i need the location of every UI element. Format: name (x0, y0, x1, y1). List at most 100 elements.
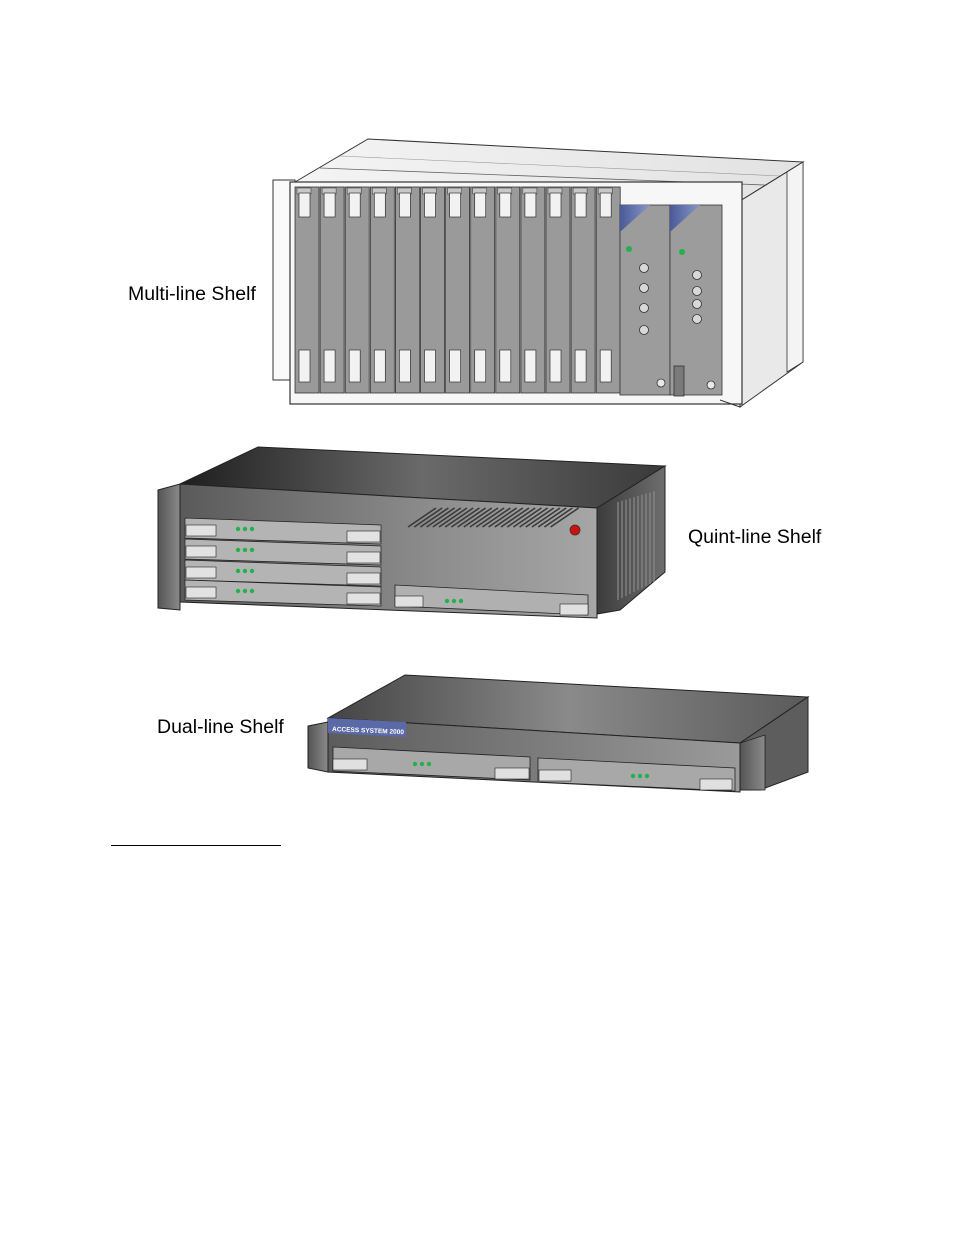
quint-line-card-5[interactable] (394, 584, 589, 616)
vent-slot (438, 507, 468, 528)
vent-slot (512, 507, 542, 528)
front-vent-grille (407, 507, 580, 528)
card-latch-top (449, 192, 461, 218)
footnote-rule (111, 845, 281, 846)
dual-line-card-2[interactable] (537, 757, 736, 792)
quint-line-cards (184, 517, 382, 607)
card-latch-top (348, 192, 361, 218)
card-latch-top (399, 192, 411, 218)
quint-line-shelf-label: Quint-line Shelf (688, 526, 822, 548)
led-green (412, 761, 418, 767)
screw-icon (706, 380, 716, 390)
multi-line-control-card-1[interactable] (619, 204, 671, 396)
vent-slot (506, 507, 536, 528)
card-latch-right (494, 767, 530, 780)
card-latch-right (699, 778, 733, 791)
vent-slot (494, 507, 524, 528)
vent-slot (500, 507, 530, 528)
card-latch-left (394, 595, 424, 608)
card-latch-bottom (424, 349, 436, 383)
card-latch-bottom (574, 349, 587, 383)
dual-line-shelf-label: Dual-line Shelf (157, 716, 284, 738)
led-green (242, 526, 248, 532)
card-latch-top (524, 192, 537, 218)
led-green (249, 526, 255, 532)
multi-line-shelf-label: Multi-line Shelf (128, 283, 256, 305)
brand-plate: ACCESS SYSTEM 2000 (328, 718, 406, 737)
vent-slot (537, 507, 567, 528)
card-latch-bottom (323, 349, 336, 383)
multi-line-card-slot[interactable] (369, 186, 395, 394)
multi-line-card-slot[interactable] (470, 186, 496, 394)
card-latch-left (538, 769, 572, 782)
card-latch-bottom (449, 349, 461, 383)
led-green (249, 588, 255, 594)
vent-slot (407, 507, 437, 528)
led-green (235, 588, 241, 594)
card-latch-top (474, 192, 487, 218)
card-latch-top (373, 192, 386, 218)
multi-line-card-slots (294, 186, 621, 394)
connector-icon (692, 314, 702, 324)
multi-line-card-slot[interactable] (319, 186, 345, 394)
vent-slot (463, 507, 493, 528)
multi-line-card-slot[interactable] (445, 186, 471, 394)
multi-line-card-slot[interactable] (294, 186, 320, 394)
vent-slot (481, 507, 511, 528)
led-green (242, 547, 248, 553)
connector-icon (639, 303, 649, 313)
quint-line-shelf (157, 446, 667, 619)
connector-icon (639, 325, 649, 335)
card-latch-bottom (348, 349, 361, 383)
card-latch-bottom (499, 349, 512, 383)
card-latch-bottom (399, 349, 411, 383)
multi-line-control-card-2[interactable] (669, 204, 723, 397)
multi-line-card-slot[interactable] (394, 186, 420, 394)
card-latch-left (332, 758, 368, 771)
led-green (249, 547, 255, 553)
card-latch-left (185, 586, 217, 599)
quint-line-card-2[interactable] (184, 538, 382, 566)
quint-line-card-4[interactable] (184, 579, 382, 607)
multi-line-card-slot[interactable] (520, 186, 546, 394)
card-latch-left (185, 524, 217, 537)
multi-line-shelf (272, 138, 805, 408)
connector-icon (639, 263, 649, 273)
quint-line-card-3[interactable] (184, 559, 382, 587)
vent-slot (419, 507, 449, 528)
led-green (444, 598, 450, 604)
multi-line-card-slot[interactable] (344, 186, 370, 394)
card-latch-right (346, 530, 381, 543)
multi-line-card-slot[interactable] (495, 186, 521, 394)
multi-line-card-slot[interactable] (595, 186, 621, 394)
led-green (242, 568, 248, 574)
multi-line-card-slot[interactable] (420, 186, 445, 394)
card-latch-right (346, 592, 381, 605)
multi-line-card-slot[interactable] (570, 186, 596, 394)
screw-icon (656, 378, 666, 388)
led-green (235, 547, 241, 553)
vent-slot (444, 507, 474, 528)
card-latch-bottom (599, 349, 612, 383)
card-latch-bottom (373, 349, 386, 383)
card-latch-top (549, 192, 562, 218)
led-green (630, 773, 636, 779)
card-latch-top (323, 192, 336, 218)
led-green (242, 588, 248, 594)
card-latch-right (346, 551, 381, 564)
led-green (426, 761, 432, 767)
dual-line-card-1[interactable] (332, 746, 531, 781)
led-green (419, 761, 425, 767)
dual-line-shelf: ACCESS SYSTEM 2000 (307, 674, 810, 793)
vent-slot (413, 507, 443, 528)
brand-text: ACCESS SYSTEM 2000 (332, 726, 405, 736)
vent-slot (450, 507, 480, 528)
card-latch-left (185, 566, 217, 579)
quint-line-card-1[interactable] (184, 517, 382, 545)
led-green (451, 598, 457, 604)
card-latch-top (599, 192, 612, 218)
multi-line-card-slot[interactable] (545, 186, 571, 394)
led-green (637, 773, 643, 779)
card-latch-right (346, 572, 381, 585)
